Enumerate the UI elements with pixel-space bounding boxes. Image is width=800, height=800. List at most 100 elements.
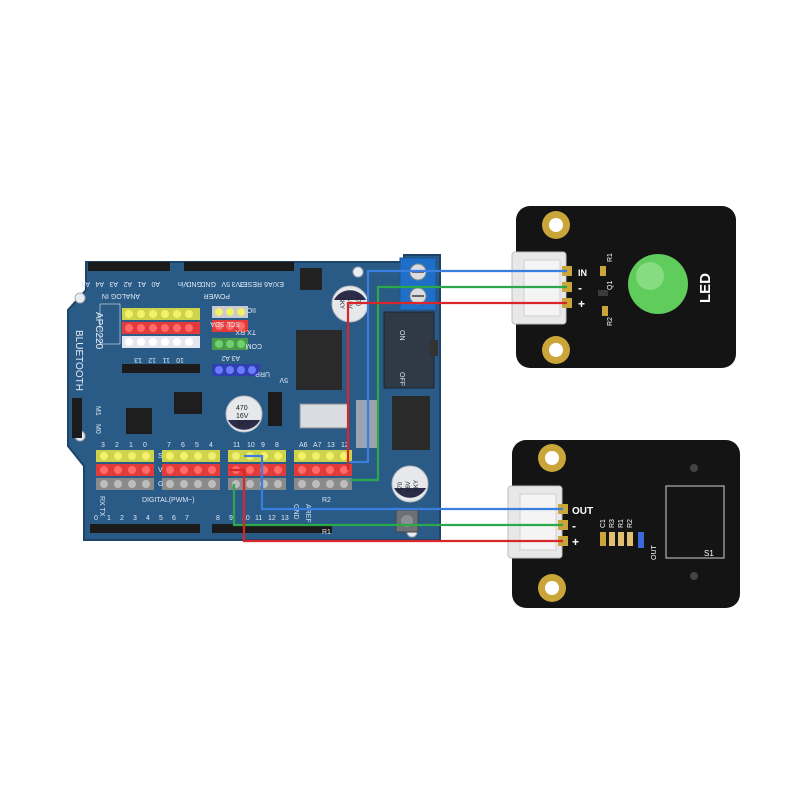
digital-header-high: [212, 524, 332, 533]
power-label: RESET: [238, 280, 262, 287]
row-number: A7: [313, 442, 322, 449]
apc220-outline: [99, 303, 121, 345]
power-switch-toggle[interactable]: [430, 340, 438, 356]
mid-header: [122, 364, 200, 373]
pin-s: [142, 452, 150, 460]
pin-s: [166, 452, 174, 460]
pin-v: [274, 466, 282, 474]
switch-pin-plus: +: [572, 535, 579, 549]
pin-g: [100, 480, 108, 488]
row-number: 11: [233, 442, 240, 449]
wire-switch-vcc: [230, 468, 563, 543]
side-label-m0: M0: [94, 424, 101, 434]
mid-num: 13: [134, 356, 142, 363]
smd-part: [600, 532, 606, 546]
pin-s: [114, 452, 122, 460]
pin-s: [194, 452, 202, 460]
led-pin-plus: +: [578, 297, 585, 311]
pin-g: [312, 480, 320, 488]
bottom-number: 11: [255, 515, 262, 522]
led-title: LED: [697, 273, 714, 303]
digital-label: DIGITAL(PWM~): [142, 497, 195, 504]
side-pins: [72, 398, 82, 438]
small-chip: [174, 392, 202, 414]
mid-num: 12: [148, 356, 156, 363]
mcu-chip: [296, 330, 342, 390]
pin-g: [326, 480, 334, 488]
switch-on-label: ON: [398, 330, 405, 341]
jumper-block: [299, 403, 349, 429]
smd-part: [618, 532, 624, 546]
bottom-number: 13: [281, 515, 289, 522]
led-r2-label: R2: [607, 317, 614, 326]
pin-g: [142, 480, 150, 488]
row-g-label: G: [158, 481, 163, 488]
bottom-number: 2: [120, 515, 124, 522]
pin-s: [128, 452, 136, 460]
wire-switch-signal: [244, 454, 563, 511]
r1-label: R1: [322, 529, 331, 536]
row-number: 7: [167, 442, 171, 449]
pin-s: [100, 452, 108, 460]
io-shield-board: A5 A4 A3 A2 A1 A0 ANALOG IN Vin GND GND …: [67, 254, 441, 541]
pin-g: [340, 480, 348, 488]
bottom-number: 8: [216, 515, 220, 522]
pin-v: [312, 466, 320, 474]
pin-v: [208, 466, 216, 474]
pin-v: [340, 466, 348, 474]
pin-g: [194, 480, 202, 488]
scl-sda-label: SCL SDA: [210, 320, 240, 327]
capacitor-2: 470 16V SKY: [225, 395, 263, 433]
pin-s: [274, 452, 282, 460]
row-number: A6: [299, 442, 308, 449]
urp-label: URP: [255, 370, 270, 377]
wires-led: [346, 269, 567, 482]
pin-g: [246, 480, 254, 488]
row-number: 12: [341, 442, 349, 449]
power-header: [184, 262, 294, 271]
analog-label: A1: [137, 280, 146, 287]
pin-s: [298, 452, 306, 460]
led-q1-label: Q1: [607, 281, 614, 290]
pin-g: [166, 480, 174, 488]
bottom-number: 7: [185, 515, 189, 522]
row-v-label: V: [158, 467, 163, 474]
row-number: 4: [209, 442, 213, 449]
iic-label: IIC: [247, 306, 256, 313]
led-pin-minus: -: [578, 281, 582, 295]
pin-g: [180, 480, 188, 488]
power-label: Vin: [178, 280, 188, 287]
bottom-number: 10: [242, 515, 250, 522]
row-s-label: S: [158, 453, 163, 460]
capacitor-label: 16V: [406, 481, 412, 492]
mount-hole: [74, 292, 86, 304]
bottom-number: 4: [146, 515, 150, 522]
regulator-chip: [300, 268, 322, 290]
capacitor-label: 470: [354, 296, 360, 307]
pin-v: [100, 466, 108, 474]
side-label-m1: M1: [94, 406, 101, 416]
pin-v: [326, 466, 334, 474]
power-label-group: Vin GND GND 5V 3V3 RESET EX/A6 POWER: [178, 280, 284, 299]
switch-off-label: OFF: [398, 372, 405, 386]
row-number: 3: [101, 442, 105, 449]
row-number: 9: [261, 442, 265, 449]
bottom-number: 6: [172, 515, 176, 522]
switch-module-board: [512, 440, 740, 608]
digital-header-low: [90, 524, 200, 533]
smd-part: [609, 532, 615, 546]
pin-g: [298, 480, 306, 488]
power-label: EX/A6: [264, 280, 284, 287]
switch-out-label: OUT: [651, 545, 658, 561]
capacitor-label: SKY: [236, 421, 250, 428]
pin-v: [128, 466, 136, 474]
led-module-board: [516, 206, 736, 368]
analog-header: [88, 262, 170, 271]
mid-num: 10: [176, 356, 184, 363]
row-number: 5: [195, 442, 199, 449]
com-label: COM: [246, 342, 263, 349]
switch-s1-outline: [665, 485, 725, 559]
wire-led-signal: [350, 269, 567, 464]
